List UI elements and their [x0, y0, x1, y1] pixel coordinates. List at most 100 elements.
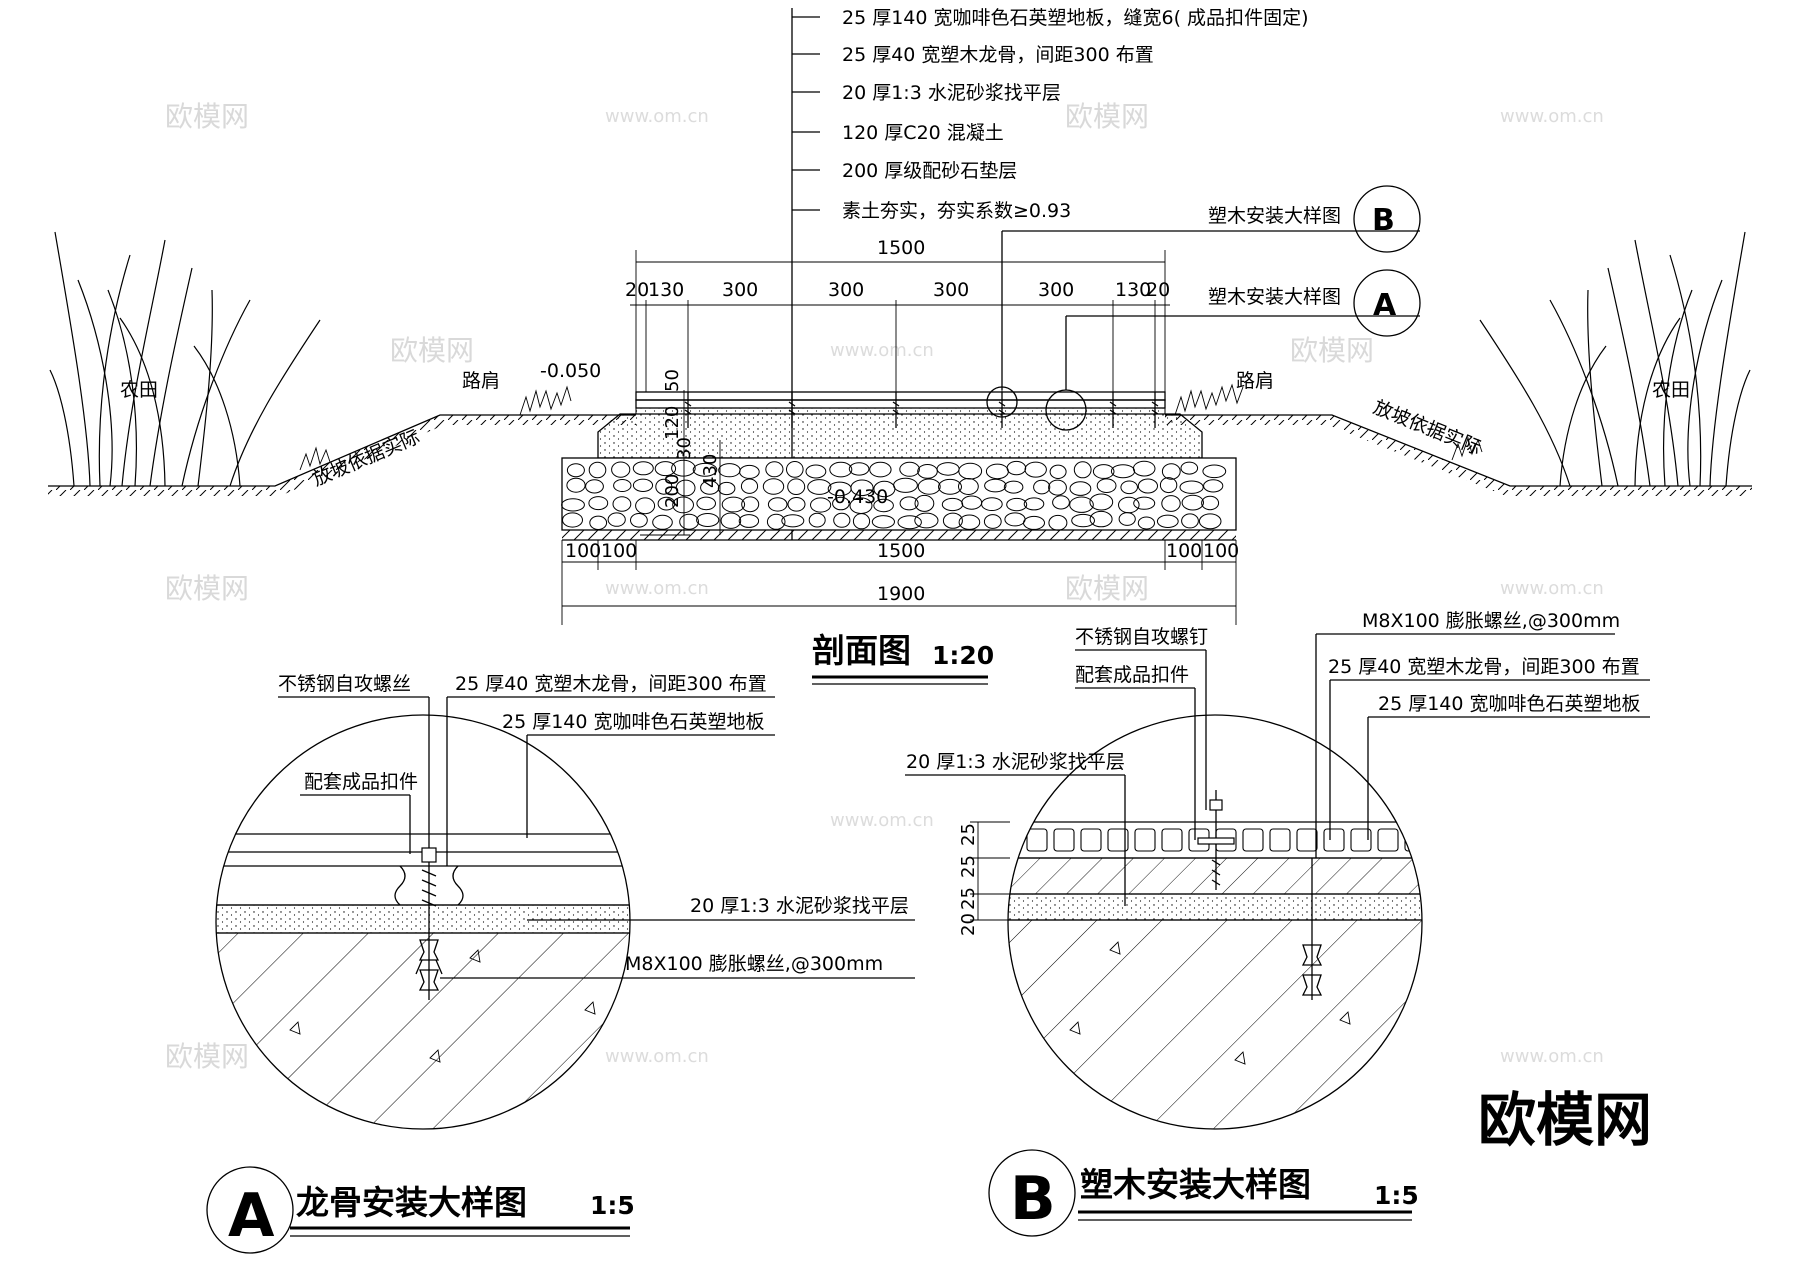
deck-board [635, 391, 1166, 401]
gravel-stone [561, 498, 585, 512]
layer-note-2: 25 厚40 宽塑木龙骨，间距300 布置 [842, 44, 1154, 66]
gravel-stone [805, 464, 827, 479]
gravel-stone [833, 512, 851, 528]
gravel-stone [652, 514, 673, 530]
gravel-stone [721, 496, 746, 513]
gravel-stone [1024, 461, 1047, 478]
gravel-stone [720, 512, 742, 529]
gravel-stone [672, 496, 694, 514]
dim-top-total: 1500 [877, 237, 925, 259]
section-title: 剖面图 [812, 631, 911, 670]
watermark-site: www.om.cn [1500, 578, 1604, 599]
gravel-stone [787, 478, 806, 496]
gravel-stone [655, 478, 673, 495]
dim-side: 430 [700, 454, 721, 488]
gravel-stone [981, 497, 1003, 512]
layer-note-3: 20 厚1:3 水泥砂浆找平层 [842, 82, 1061, 104]
detail-b-note: M8X100 膨胀螺丝,@300mm [1362, 610, 1620, 632]
gravel-stone [1161, 495, 1181, 512]
gravel-stone [869, 461, 892, 478]
board-cell [1323, 828, 1345, 852]
dim-side: 30 [674, 437, 695, 460]
plants-right [1479, 231, 1751, 487]
grass [299, 383, 1483, 471]
gravel-stone [607, 512, 626, 527]
dim-top-seg: 300 [933, 279, 969, 301]
brand-logo-text: 欧模网 [1478, 1086, 1652, 1154]
gravel-stones [561, 459, 1227, 531]
watermark-site: www.om.cn [1500, 106, 1604, 127]
board-cell [1432, 829, 1452, 851]
dim-bottom-seg: 100 [565, 540, 601, 562]
gravel-stone [632, 478, 654, 492]
dim-bottom-seg: 100 [1203, 540, 1239, 562]
gravel-stone [893, 477, 918, 493]
fastener-group [684, 392, 1159, 428]
board-cell [1026, 828, 1048, 852]
gravel-stone [611, 461, 631, 478]
callout-a-mark: A [1373, 288, 1397, 323]
gravel-stone [1052, 495, 1070, 510]
board-cell [1008, 828, 1021, 852]
gravel-stone [917, 478, 941, 495]
watermark-site: www.om.cn [830, 810, 934, 831]
watermark-site: www.om.cn [830, 340, 934, 361]
gravel-stone [914, 512, 939, 529]
gravel-stone [1161, 463, 1181, 480]
plants-left [49, 231, 321, 487]
callout-a: 塑木安装大样图 A [1045, 269, 1421, 431]
gravel-stone [696, 513, 720, 527]
gravel-stone [938, 478, 962, 495]
gravel-stone [566, 463, 585, 478]
callout-b-label: 塑木安装大样图 [1208, 205, 1341, 227]
gravel-stone [1069, 496, 1094, 513]
dim-side: 50 [662, 369, 683, 392]
elev-bottom: -0.430 [827, 486, 888, 508]
side-dimensions: 50 120 30 200 430 [640, 369, 721, 536]
detail-b-circle [1007, 714, 1423, 1130]
gravel-stone [1181, 494, 1205, 511]
gravel-stone [871, 515, 896, 529]
detail-b-note: 20 厚1:3 水泥砂浆找平层 [906, 751, 1125, 773]
gravel-stone [1023, 497, 1045, 511]
gravel-stone [566, 477, 586, 493]
gravel-stone [588, 461, 607, 479]
detail-a-mark: A [228, 1181, 275, 1251]
detail-b-marker [988, 1149, 1076, 1237]
detail-a-note: 25 厚40 宽塑木龙骨，间距300 布置 [455, 673, 767, 695]
watermark-site: www.om.cn [1500, 1046, 1604, 1067]
layer-note-5: 200 厚级配砂石垫层 [842, 160, 1017, 182]
gravel-stone [1156, 514, 1179, 528]
detail-a: 不锈钢自攻螺丝 25 厚40 宽塑木龙骨，间距300 布置 25 厚140 宽咖… [206, 673, 915, 1254]
gravel-stone [1092, 464, 1115, 479]
gravel-stone [1201, 495, 1220, 511]
gravel-stone [738, 514, 760, 528]
gravel-stone [899, 461, 920, 477]
gravel-stone [765, 461, 784, 478]
gravel-stone [1048, 479, 1067, 496]
top-dimensions: 1500 20 130 300 300 300 300 130 20 [625, 237, 1170, 392]
detail-b: 不锈钢自攻螺钉 配套成品扣件 M8X100 膨胀螺丝,@300mm 25 厚40… [905, 610, 1650, 1237]
gravel-stone [781, 514, 805, 528]
gravel-stone [1137, 516, 1156, 530]
gravel-stone [1118, 512, 1136, 526]
detail-b-mark: B [1010, 1164, 1056, 1234]
dim-top-seg: 300 [722, 279, 758, 301]
gravel-stone [829, 461, 853, 478]
gravel-stone [1096, 478, 1117, 494]
gravel-stone [740, 478, 759, 494]
slope-label-right: 放坡依据实际 [1370, 396, 1484, 459]
gravel-stone [1071, 513, 1095, 528]
watermark-text: 欧模网 [165, 572, 249, 605]
gravel-stone [762, 478, 785, 495]
detail-b-scale: 1:5 [1374, 1181, 1419, 1210]
watermark-text: 欧模网 [1290, 334, 1374, 367]
compacted-soil [562, 530, 1236, 540]
dim-bottom-seg: 100 [1166, 540, 1202, 562]
gravel-stone [589, 515, 608, 530]
deck-structure [561, 391, 1237, 541]
gravel-stone [588, 496, 609, 511]
gravel-stone [810, 497, 832, 513]
gravel-stone [679, 513, 699, 530]
